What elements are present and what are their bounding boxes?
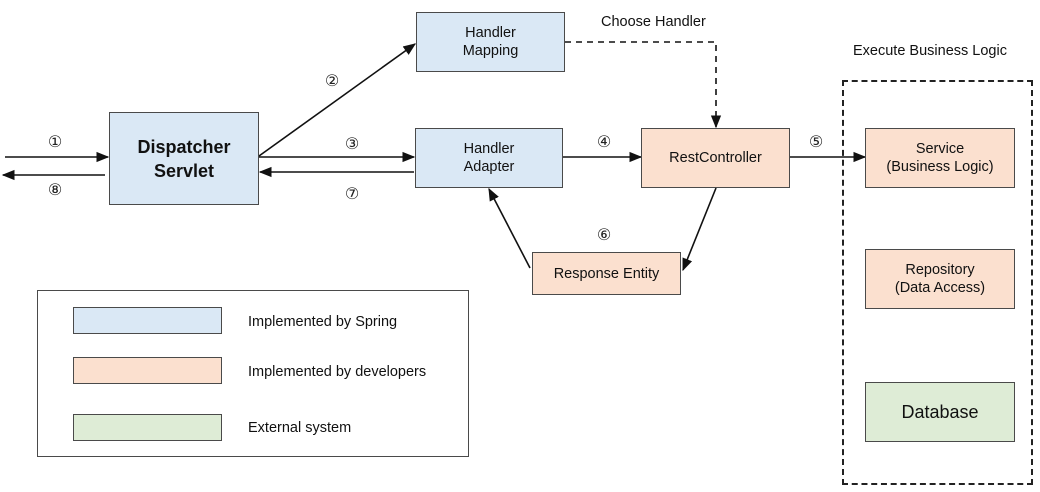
step-1-label: ① <box>47 132 63 151</box>
service-node: Service (Business Logic) <box>865 128 1015 188</box>
legend-swatch-developers <box>73 357 222 384</box>
handler-adapter-node: Handler Adapter <box>415 128 563 188</box>
arrow-controller-to-response <box>682 187 717 272</box>
execute-business-logic-label: Execute Business Logic <box>853 43 1007 59</box>
legend-label-developers: Implemented by developers <box>248 364 427 380</box>
step-8-label: ⑧ <box>47 180 63 199</box>
arrow-choose-handler <box>565 41 722 129</box>
legend: Implemented by Spring Implemented by dev… <box>37 290 469 457</box>
legend-swatch-external <box>73 414 222 441</box>
business-logic-region <box>842 80 1033 485</box>
step-3-label: ③ <box>344 134 360 153</box>
step-4-label: ④ <box>596 132 612 151</box>
legend-label-external: External system <box>248 420 352 436</box>
rest-controller-node: RestController <box>641 128 790 188</box>
step-6-label: ⑥ <box>596 225 612 244</box>
handler-mapping-node: Handler Mapping <box>416 12 565 72</box>
arrow-step-2 <box>258 43 417 157</box>
legend-label-spring: Implemented by Spring <box>248 314 398 330</box>
step-5-label: ⑤ <box>808 132 824 151</box>
arrow-step-6 <box>488 187 531 269</box>
step-7-label: ⑦ <box>344 184 360 203</box>
repository-node: Repository (Data Access) <box>865 249 1015 309</box>
step-2-label: ② <box>324 71 340 90</box>
response-entity-node: Response Entity <box>532 252 681 295</box>
database-node: Database <box>865 382 1015 442</box>
dispatcher-servlet-node: Dispatcher Servlet <box>109 112 259 205</box>
legend-swatch-spring <box>73 307 222 334</box>
choose-handler-label: Choose Handler <box>601 14 706 30</box>
